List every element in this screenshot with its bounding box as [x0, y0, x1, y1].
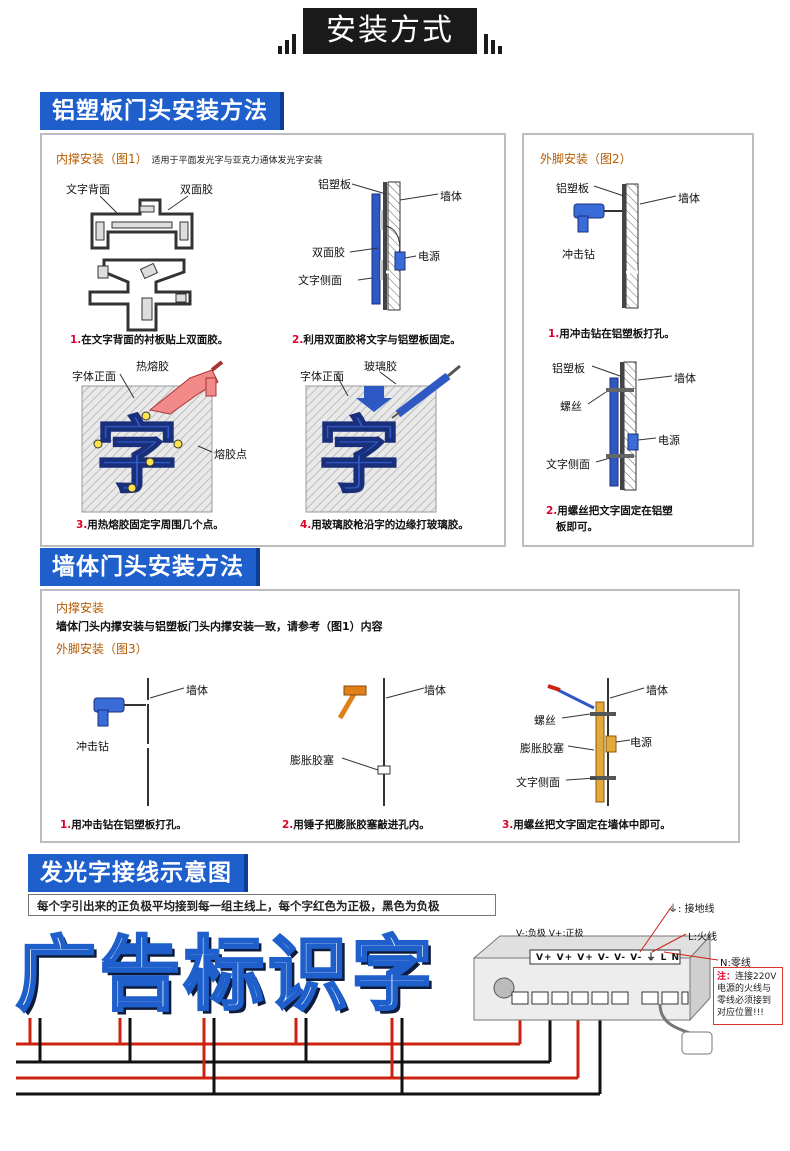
label-double-tape-b: 双面胶	[312, 246, 345, 259]
leader-side	[357, 277, 373, 281]
leader-tape	[167, 195, 189, 211]
wall-label-screw: 螺丝	[534, 714, 556, 727]
terminal-legend: V-:负极 V+:正极	[516, 929, 584, 939]
wall-label-wall-a: 墙体	[186, 684, 208, 697]
section1-title: 铝塑板门头安装方法	[40, 92, 284, 130]
leader-panel	[351, 183, 387, 195]
illuminated-sign-text: 广告标识字	[15, 928, 466, 1021]
wall-label-drill: 冲击钻	[76, 740, 109, 753]
wall-caption-3: 3.用螺丝把文字固定在墙体中即可。	[502, 819, 671, 831]
label-outer-screw: 螺丝	[560, 400, 582, 413]
wall-label-plug: 膨胀胶塞	[290, 754, 334, 767]
section3-title: 发光字接线示意图	[28, 854, 248, 892]
wall-label-wall-b: 墙体	[424, 684, 446, 697]
panel-outer-install	[522, 133, 754, 547]
wall-fig-b-hammer	[337, 685, 367, 720]
label-hot-glue: 热熔胶	[136, 360, 169, 373]
label-outer-side: 文字侧面	[546, 458, 590, 471]
fig-inner-a-tape-strips	[95, 205, 189, 321]
neutral-label: N:零线	[720, 958, 751, 969]
fig-outer-a-wall	[622, 183, 639, 309]
fig-inner-a-glyph-outline	[88, 198, 194, 332]
warning-box: 注：连接220V电源的火线与零线必须接到对应位置!!!	[713, 967, 783, 1025]
outer-install-heading: 外脚安装（图2）	[540, 152, 632, 166]
wall-fig-a-drill	[93, 697, 146, 727]
label-glyph-front-d: 字体正面	[300, 370, 344, 383]
leader-wall	[399, 193, 439, 201]
wiring-tip: 每个字引出来的正负极平均接到每一组主线上，每个字红色为正极，黑色为负极	[28, 894, 496, 916]
wall-inner-note: 墙体门头内撑安装与铝塑板门头内撑安装一致，请参考（图1）内容	[56, 620, 383, 633]
svg-text:字: 字	[96, 409, 178, 504]
page-header: 安装方式	[0, 0, 790, 60]
wall-label-plug-c: 膨胀胶塞	[520, 742, 564, 755]
fig-inner-b-section	[371, 181, 406, 311]
caption-inner-1: 1.在文字背面的衬板贴上双面胶。	[70, 334, 229, 346]
fig-outer-b-section	[606, 361, 639, 491]
fig-inner-d-caulk-gun	[391, 364, 461, 419]
fig-inner-c-panel: 字	[81, 385, 213, 513]
live-label: L:火线	[688, 932, 717, 943]
label-double-tape: 双面胶	[180, 183, 213, 196]
label-glyph-front: 字体正面	[72, 370, 116, 383]
label-outer-panel: 铝塑板	[556, 182, 589, 195]
fig-inner-c-glue-gun	[148, 360, 224, 415]
panel-wall-install	[40, 589, 740, 843]
wall-outer-heading: 外脚安装（图3）	[56, 642, 148, 656]
inner-install-heading: 内撑安装（图1） 适用于平面发光字与亚克力通体发光字安装	[56, 152, 323, 166]
wall-inner-heading: 内撑安装	[56, 601, 105, 615]
power-supply	[472, 905, 719, 1055]
caption-outer-2: 2.用螺丝把文字固定在铝塑	[546, 505, 673, 517]
label-outer-power: 电源	[658, 434, 680, 447]
label-outer-panel-b: 铝塑板	[552, 362, 585, 375]
sign-glyphs: 广告标识字	[15, 928, 436, 1021]
wall-label-side: 文字侧面	[516, 776, 560, 789]
label-outer-drill: 冲击钻	[562, 248, 595, 261]
label-aluminum-panel: 铝塑板	[318, 178, 351, 191]
wall-label-wall-c: 墙体	[646, 684, 668, 697]
caption-inner-3: 3.用热熔胶固定字周围几个点。	[76, 519, 224, 531]
label-glue-point: 熔胶点	[214, 448, 247, 461]
wall-caption-2: 2.用锤子把膨胀胶塞敲进孔内。	[282, 819, 430, 831]
caption-inner-4: 4.用玻璃胶枪沿字的边缘打玻璃胶。	[300, 519, 469, 531]
caption-inner-2: 2.利用双面胶将文字与铝塑板固定。	[292, 334, 461, 346]
label-outer-wall-b: 墙体	[674, 372, 696, 385]
svg-text:字: 字	[318, 409, 400, 504]
label-power: 电源	[418, 250, 440, 263]
label-text-side: 文字侧面	[298, 274, 342, 287]
wall-caption-1: 1.用冲击钻在铝塑板打孔。	[60, 819, 187, 831]
label-wall: 墙体	[440, 190, 462, 203]
fig-inner-d-panel: 字	[305, 385, 437, 513]
wall-fig-c-section	[547, 684, 617, 803]
main-wires	[16, 998, 602, 1096]
caption-outer-1: 1.用冲击钻在铝塑板打孔。	[548, 328, 675, 340]
ground-label: ⏚: 接地线	[668, 904, 715, 915]
wall-label-power: 电源	[630, 736, 652, 749]
terminal-labels: V+ V+ V+ V- V- V- ⏚ L N	[536, 953, 680, 963]
inner-install-note: 适用于平面发光字与亚克力通体发光字安装	[151, 156, 323, 166]
page-title: 安装方式	[303, 8, 477, 54]
fig-outer-a-drill	[573, 203, 622, 233]
label-glass-glue: 玻璃胶	[364, 360, 397, 373]
caption-outer-2-cont: 板即可。	[556, 521, 598, 533]
section2-title: 墙体门头安装方法	[40, 548, 260, 586]
label-text-back: 文字背面	[66, 183, 110, 196]
leader-tape-b	[349, 247, 379, 253]
leader-power	[404, 255, 417, 259]
label-outer-wall: 墙体	[678, 192, 700, 205]
leader-back	[99, 195, 119, 215]
